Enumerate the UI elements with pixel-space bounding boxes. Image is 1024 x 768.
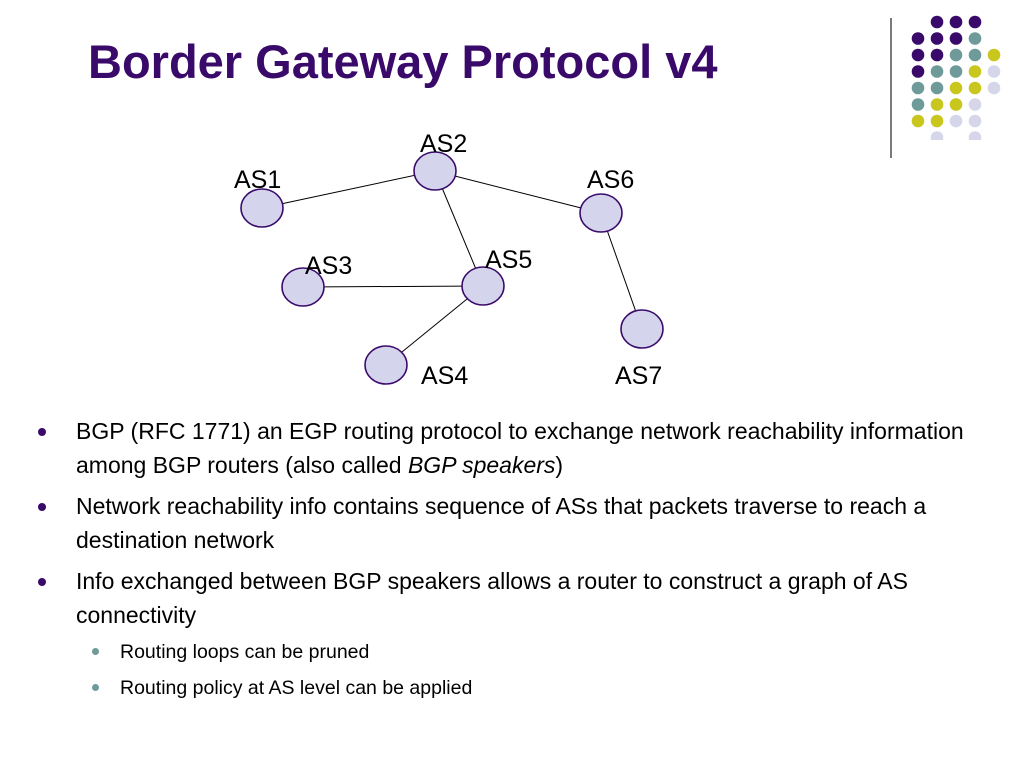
- decorative-dot: [949, 32, 963, 45]
- sub-bullet-item: Routing policy at AS level can be applie…: [92, 670, 1006, 706]
- bullet-item: Info exchanged between BGP speakers allo…: [38, 564, 1006, 706]
- edge-as2-as5: [434, 170, 484, 287]
- decorative-dot: [949, 114, 963, 128]
- bullet-text: Info exchanged between BGP speakers allo…: [76, 568, 908, 628]
- bullet-item: Network reachability info contains seque…: [38, 489, 1006, 557]
- decorative-dot: [987, 81, 1001, 95]
- sub-bullet-text: Routing policy at AS level can be applie…: [120, 677, 473, 699]
- decorative-divider: [890, 18, 892, 158]
- decorative-dot: [968, 131, 982, 140]
- decorative-dot: [968, 32, 982, 45]
- bullet-dot-icon: [38, 428, 46, 436]
- bullet-text: BGP (RFC 1771) an EGP routing protocol t…: [76, 418, 964, 478]
- edge-as1-as2: [261, 170, 436, 209]
- decorative-dot: [911, 98, 925, 111]
- decorative-dot: [911, 114, 925, 128]
- edge-as6-as7: [600, 212, 643, 330]
- edge-as2-as6: [434, 170, 602, 214]
- decorative-dot: [987, 65, 1001, 78]
- bullet-dot-icon: [38, 503, 46, 511]
- decorative-dot: [987, 48, 1001, 62]
- bullet-item: BGP (RFC 1771) an EGP routing protocol t…: [38, 414, 1006, 482]
- sub-bullet-text: Routing loops can be pruned: [120, 641, 370, 663]
- decorative-dot: [930, 114, 944, 128]
- node-label-as4: AS4: [421, 362, 468, 390]
- node-as1: [240, 188, 284, 228]
- node-as7: [620, 309, 664, 349]
- decorative-dot: [930, 48, 944, 62]
- decorative-dot: [930, 98, 944, 111]
- decorative-dot: [930, 32, 944, 45]
- decorative-dot: [968, 15, 982, 29]
- bullet-text: Network reachability info contains seque…: [76, 493, 927, 553]
- node-label-as2: AS2: [420, 130, 467, 158]
- sub-bullet-dot-icon: [92, 684, 99, 691]
- decorative-dot: [968, 98, 982, 111]
- node-as6: [579, 193, 623, 233]
- decorative-dot-grid: [911, 15, 1001, 140]
- bullet-dot-icon: [38, 578, 46, 586]
- bullet-text-segment: ): [555, 452, 564, 478]
- decorative-dot: [949, 81, 963, 95]
- node-label-as1: AS1: [234, 166, 281, 194]
- decorative-dot: [930, 65, 944, 78]
- decorative-dot: [949, 65, 963, 78]
- decorative-dot: [968, 114, 982, 128]
- node-as4: [364, 345, 408, 385]
- decorative-dot: [949, 15, 963, 29]
- sub-bullet-dot-icon: [92, 648, 99, 655]
- decorative-dot: [911, 65, 925, 78]
- sub-bullet-item: Routing loops can be pruned: [92, 634, 1006, 670]
- node-as5: [461, 266, 505, 306]
- decorative-dot: [968, 65, 982, 78]
- decorative-dot: [930, 131, 944, 140]
- decorative-dot: [968, 81, 982, 95]
- node-as2: [413, 151, 457, 191]
- bullet-text-italic: BGP speakers: [407, 452, 556, 478]
- sub-bullet-list: Routing loops can be pruned Routing poli…: [76, 634, 1006, 706]
- node-label-as3: AS3: [305, 252, 352, 280]
- bullet-list: BGP (RFC 1771) an EGP routing protocol t…: [0, 414, 1024, 713]
- node-label-as7: AS7: [615, 362, 662, 390]
- decorative-dot: [911, 48, 925, 62]
- decorative-dot: [930, 15, 944, 29]
- decorative-dot: [949, 48, 963, 62]
- decorative-dot: [911, 81, 925, 95]
- slide-title: Border Gateway Protocol v4: [88, 35, 718, 88]
- decorative-dot: [968, 48, 982, 62]
- bullet-text-segment: BGP (RFC 1771) an EGP routing protocol t…: [76, 418, 964, 478]
- decorative-dot: [930, 81, 944, 95]
- node-as3: [281, 267, 325, 307]
- edge-as3-as5: [302, 285, 484, 288]
- node-label-as5: AS5: [485, 246, 532, 274]
- decorative-dot: [949, 98, 963, 111]
- decorative-dot: [911, 32, 925, 45]
- node-label-as6: AS6: [587, 166, 634, 194]
